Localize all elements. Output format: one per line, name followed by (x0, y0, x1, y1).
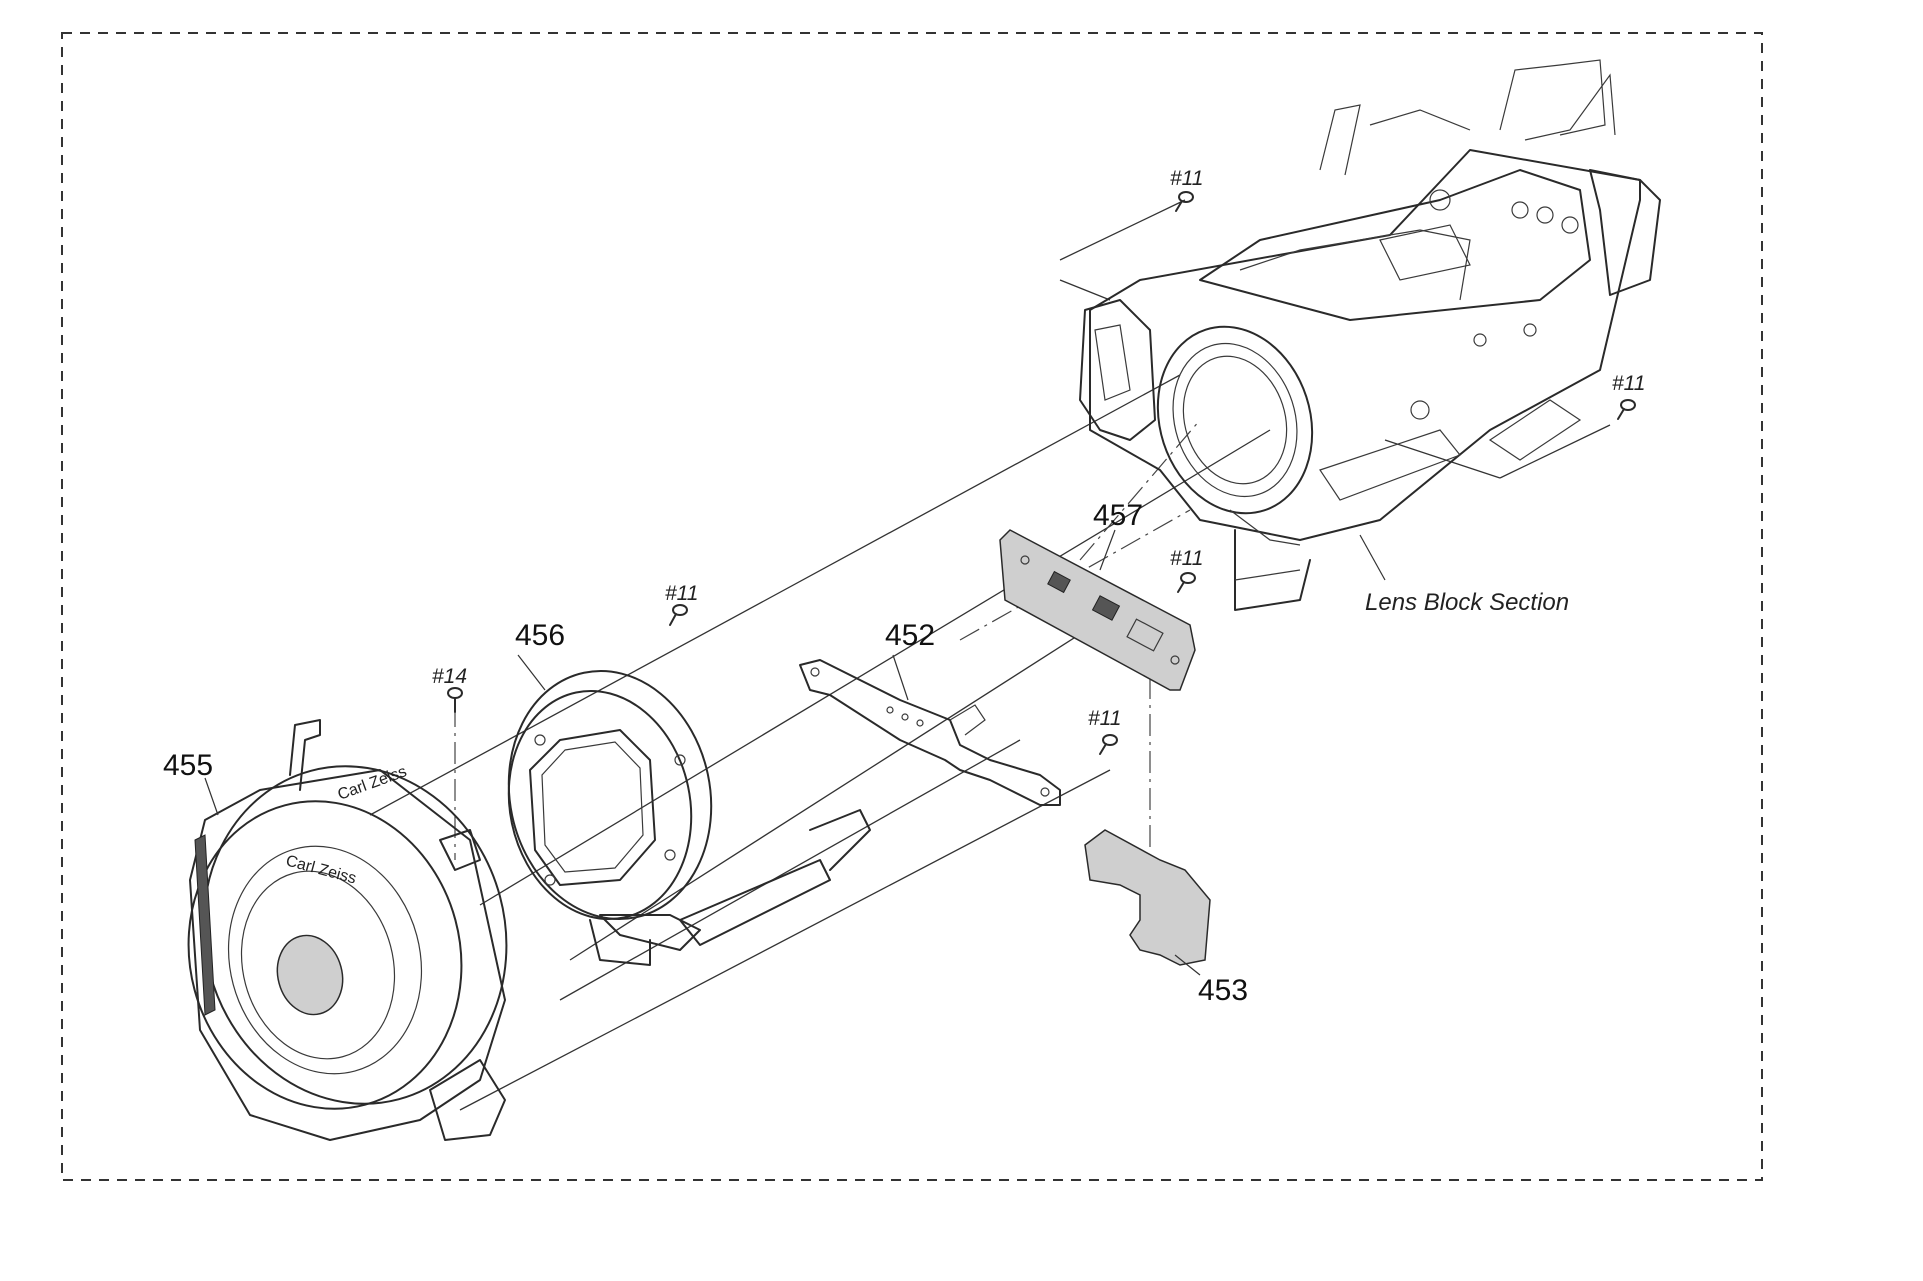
screw-11-icon-c (1099, 734, 1118, 755)
diagram-border (61, 32, 1763, 1181)
leader-lines (204, 529, 1386, 976)
lens-brand-inner-text: Carl Zeiss (284, 852, 358, 887)
label-screw-11-e: #11 (1612, 372, 1645, 395)
label-screw-11-b: #11 (1170, 547, 1203, 570)
part-457-board (999, 529, 1196, 691)
label-452: 452 (885, 619, 935, 652)
label-screw-11-d: #11 (1170, 167, 1203, 190)
lens-block-section (1079, 59, 1661, 611)
part-452-bracket (799, 659, 1061, 806)
part-456-mount-ring (507, 669, 871, 966)
label-lens-block-section: Lens Block Section (1365, 589, 1569, 616)
screw-11-icon-e (1617, 399, 1636, 420)
part-labels: 455 456 452 457 453 #14 #11 #11 #11 #11 … (163, 167, 1645, 1007)
screws (447, 191, 1636, 755)
label-screw-14: #14 (432, 665, 467, 688)
label-456: 456 (515, 619, 565, 652)
label-screw-11-a: #11 (665, 582, 698, 605)
screw-11-icon-a (669, 604, 688, 626)
screw-14-icon (447, 687, 463, 713)
part-453-shield (1084, 829, 1211, 966)
label-screw-11-c: #11 (1088, 707, 1121, 730)
label-455: 455 (163, 749, 213, 782)
screw-11-icon-d (1175, 191, 1194, 212)
assembly-guide-lines (369, 199, 1611, 1111)
screw-11-icon-b (1177, 572, 1196, 593)
label-457: 457 (1093, 499, 1143, 532)
label-453: 453 (1198, 974, 1248, 1007)
part-455-lens-barrel: Carl Zeiss Carl Zeiss (187, 719, 508, 1141)
